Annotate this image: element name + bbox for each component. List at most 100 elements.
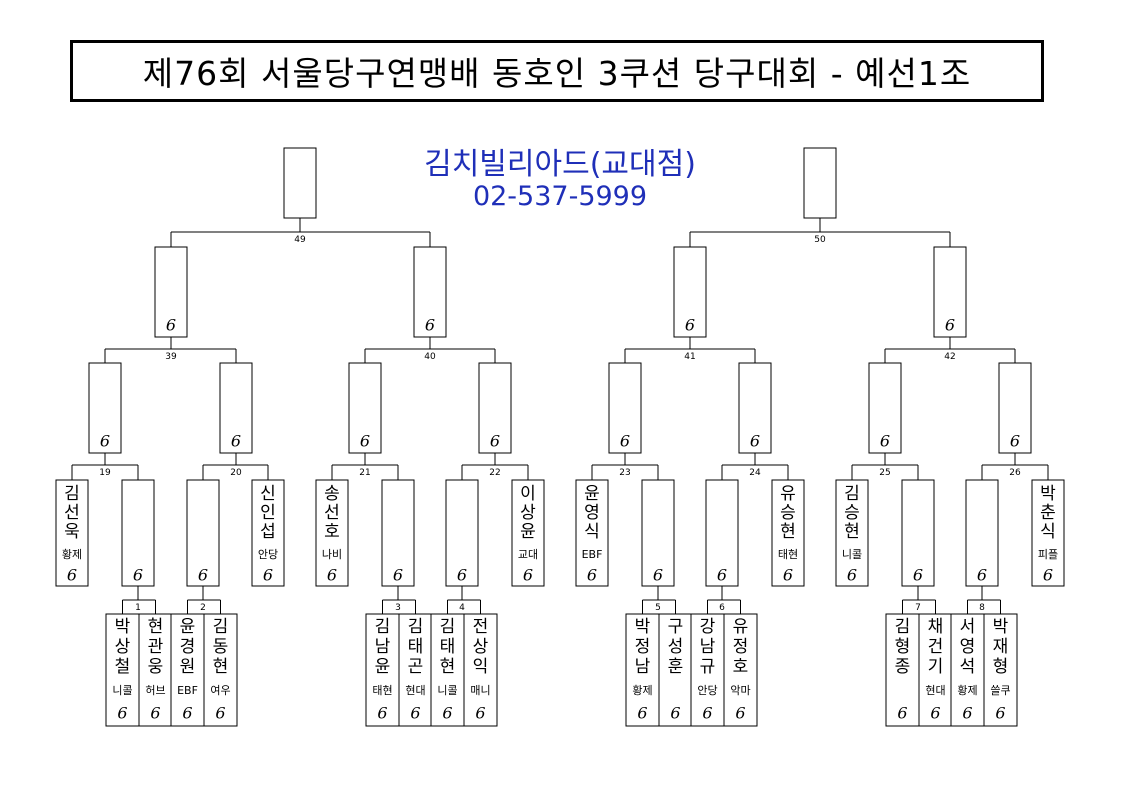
first-round-player-name: 익 <box>473 657 489 677</box>
score-mark: 6 <box>377 704 387 723</box>
round3-box <box>413 246 447 338</box>
first-round-player-name: 윤 <box>375 657 391 677</box>
first-round-player-club: 허브 <box>145 684 165 697</box>
seeded-player-club: EBF <box>582 548 603 561</box>
round2-box <box>219 362 253 454</box>
first-round-player-name: 상 <box>115 637 131 657</box>
round2-box <box>348 362 382 454</box>
score-mark: 6 <box>670 704 680 723</box>
round1-box <box>965 479 999 587</box>
seeded-player-club: 피플 <box>1038 548 1058 561</box>
match-number: 2 <box>200 603 206 613</box>
score-mark: 6 <box>490 432 500 451</box>
first-round-player-name: 윤 <box>180 617 196 637</box>
first-round-player-name: 태 <box>408 637 424 657</box>
seeded-player-name: 현 <box>844 522 860 542</box>
round1-box <box>121 479 155 587</box>
score-mark: 6 <box>847 566 857 585</box>
round2-box <box>88 362 122 454</box>
first-round-player-club: 태현 <box>372 684 392 697</box>
score-mark: 6 <box>913 566 923 585</box>
match-number: 50 <box>814 235 826 245</box>
first-round-player-name: 강 <box>700 617 716 637</box>
round2-box <box>868 362 902 454</box>
match-number: 19 <box>99 468 111 478</box>
first-round-player-box <box>365 613 400 727</box>
match-number: 6 <box>719 603 725 613</box>
score-mark: 6 <box>100 432 110 451</box>
seeded-player-name: 인 <box>260 503 276 523</box>
match-number: 5 <box>655 603 661 613</box>
first-round-player-club: 현대 <box>925 684 945 697</box>
match-number: 40 <box>424 352 436 362</box>
round1-box <box>575 479 609 587</box>
seeded-player-name: 선 <box>64 503 80 523</box>
first-round-player-name: 형 <box>993 657 1009 677</box>
match-number: 25 <box>879 468 890 478</box>
seeded-player-club: 나비 <box>322 548 342 561</box>
round1-box <box>641 479 675 587</box>
first-round-player-box <box>658 613 693 727</box>
score-mark: 6 <box>166 316 176 335</box>
first-round-player-club: 안당 <box>697 684 717 697</box>
score-mark: 6 <box>930 704 940 723</box>
first-round-player-name: 정 <box>635 637 651 657</box>
first-round-player-name: 김 <box>408 617 424 637</box>
match-number: 20 <box>230 468 242 478</box>
first-round-player-name: 재 <box>993 637 1009 657</box>
first-round-player-club: EBF <box>177 684 198 697</box>
seeded-player-name: 이 <box>520 484 536 504</box>
first-round-player-name: 원 <box>180 657 196 677</box>
first-round-player-club: 현대 <box>405 684 425 697</box>
final-winner-box <box>803 147 837 219</box>
first-round-player-box <box>170 613 205 727</box>
seeded-player-name: 김 <box>64 484 80 504</box>
score-mark: 6 <box>587 566 597 585</box>
seeded-player-club: 황제 <box>62 548 82 561</box>
round1-box <box>901 479 935 587</box>
seeded-player-name: 현 <box>780 522 796 542</box>
first-round-player-club: 황제 <box>632 684 652 697</box>
seeded-player-name: 욱 <box>64 522 80 542</box>
score-mark: 6 <box>685 316 695 335</box>
score-mark: 6 <box>475 704 485 723</box>
match-number: 3 <box>395 603 401 613</box>
title-box: 제76회 서울당구연맹배 동호인 3쿠션 당구대회 - 예선1조 <box>70 40 1044 102</box>
round2-box <box>608 362 642 454</box>
match-number: 26 <box>1009 468 1021 478</box>
score-mark: 6 <box>750 432 760 451</box>
score-mark: 6 <box>457 566 467 585</box>
seeded-player-name: 신 <box>260 484 276 504</box>
first-round-player-name: 곤 <box>408 657 424 677</box>
score-mark: 6 <box>717 566 727 585</box>
round1-box <box>771 479 805 587</box>
score-mark: 6 <box>425 316 435 335</box>
first-round-player-name: 동 <box>213 637 229 657</box>
seeded-player-name: 영 <box>584 503 600 523</box>
round1-box <box>511 479 545 587</box>
first-round-player-box <box>918 613 953 727</box>
seeded-player-club: 태현 <box>778 548 798 561</box>
first-round-player-box <box>723 613 758 727</box>
match-number: 24 <box>749 468 761 478</box>
score-mark: 6 <box>653 566 663 585</box>
score-mark: 6 <box>702 704 712 723</box>
first-round-player-name: 정 <box>733 637 749 657</box>
match-number: 42 <box>944 352 955 362</box>
first-round-player-name: 전 <box>473 617 489 637</box>
first-round-player-name: 구 <box>668 617 684 637</box>
first-round-player-club: 황제 <box>957 684 977 697</box>
first-round-player-name: 석 <box>960 657 976 677</box>
first-round-player-name: 박 <box>635 617 651 637</box>
round1-box <box>55 479 89 587</box>
sponsor-block: 김치빌리아드(교대점) 02-537-5999 <box>380 148 740 212</box>
first-round-player-box <box>105 613 140 727</box>
round1-box <box>1031 479 1065 587</box>
first-round-player-club: 니콜 <box>112 684 132 697</box>
first-round-player-club: 매니 <box>470 684 490 697</box>
first-round-player-name: 성 <box>668 637 684 657</box>
first-round-player-name: 태 <box>440 637 456 657</box>
round1-box <box>445 479 479 587</box>
round1-box <box>835 479 869 587</box>
first-round-player-name: 서 <box>960 617 976 637</box>
